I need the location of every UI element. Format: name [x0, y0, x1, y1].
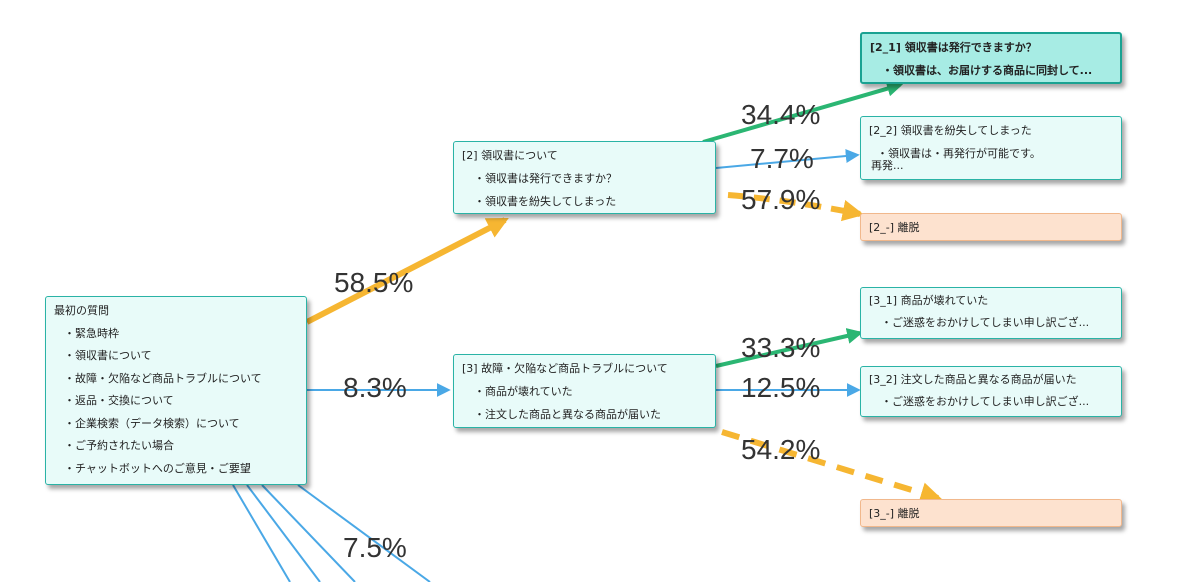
node-title: [2_1] 領収書は発行できますか？ [870, 41, 1037, 54]
node-3-1[interactable]: [3_1] 商品が壊れていた ・ご迷惑をおかけしてしまい申し訳ござ... [860, 287, 1122, 339]
node-option: ・チャットボットへのご意見・ご要望 [64, 462, 251, 475]
node-2-1[interactable]: [2_1] 領収書は発行できますか？ ・領収書は、お届けする商品に同封して... [860, 32, 1122, 84]
node-answer-continued: 再発... [871, 159, 904, 172]
node-option: ・領収書は発行できますか？ [474, 172, 617, 185]
edge-root-to-n2 [305, 217, 509, 325]
pct-root-to-n3: 8.3% [343, 372, 407, 403]
pct-root-to-n2: 58.5% [334, 267, 414, 298]
node-title: [3] 故障・欠陥など商品トラブルについて [462, 362, 668, 375]
node-title: 最初の質問 [54, 304, 109, 317]
edge-root-to-lower-4 [297, 484, 431, 582]
pct-n2-to-n2-2: 7.7% [750, 143, 814, 174]
node-answer: ・ご迷惑をおかけしてしまい申し訳ござ... [881, 395, 1090, 408]
node-option: ・返品・交換について [64, 394, 174, 407]
edge-root-to-lower-2 [246, 484, 321, 582]
edge-n3-to-exit [721, 429, 943, 504]
node-answer: ・領収書は、お届けする商品に同封して... [882, 64, 1093, 77]
node-root[interactable]: 最初の質問 ・緊急時枠 ・領収書について ・故障・欠陥など商品トラブルについて … [45, 296, 307, 485]
edge-n2-to-n2-2 [715, 149, 860, 169]
node-option: ・領収書について [64, 349, 152, 362]
pct-n3-to-n3-2: 12.5% [741, 372, 821, 403]
node-option: ・注文した商品と異なる商品が届いた [474, 408, 661, 421]
pct-n2-to-exit: 57.9% [741, 184, 821, 215]
node-title: [2_2] 領収書を紛失してしまった [869, 124, 1032, 137]
node-title: [3_2] 注文した商品と異なる商品が届いた [869, 373, 1077, 386]
node-2-2[interactable]: [2_2] 領収書を紛失してしまった ・領収書は・再発行が可能です。 再発... [860, 116, 1122, 180]
node-3-2[interactable]: [3_2] 注文した商品と異なる商品が届いた ・ご迷惑をおかけしてしまい申し訳ご… [860, 366, 1122, 417]
node-3-exit[interactable]: [3_-] 離脱 [860, 499, 1122, 527]
node-title: [2_-] 離脱 [869, 221, 920, 234]
edge-n2-to-exit [727, 192, 865, 222]
node-answer: ・領収書は・再発行が可能です。 [877, 147, 1041, 160]
pct-n3-to-n3-1: 33.3% [741, 332, 821, 363]
pct-n3-to-exit: 54.2% [741, 434, 821, 465]
pct-root-to-lower: 7.5% [343, 532, 407, 563]
edge-root-to-lower-1 [232, 484, 291, 582]
node-answer: ・ご迷惑をおかけしてしまい申し訳ござ... [881, 316, 1090, 329]
node-option: ・故障・欠陥など商品トラブルについて [64, 372, 262, 385]
node-title: [3_-] 離脱 [869, 507, 920, 520]
edge-root-to-lower-3 [261, 484, 356, 582]
edge-n2-to-n2-1 [702, 80, 904, 144]
node-2[interactable]: [2] 領収書について ・領収書は発行できますか？ ・領収書を紛失してしまった [453, 141, 716, 214]
pct-n2-to-n2-1: 34.4% [741, 99, 821, 130]
node-title: [2] 領収書について [462, 149, 558, 162]
node-option: ・ご予約されたい場合 [64, 439, 174, 452]
node-option: ・企業検索（データ検索）について [64, 417, 240, 430]
node-title: [3_1] 商品が壊れていた [869, 294, 989, 307]
edge-n3-to-n3-1 [715, 328, 864, 368]
node-option: ・領収書を紛失してしまった [474, 195, 617, 208]
node-3[interactable]: [3] 故障・欠陥など商品トラブルについて ・商品が壊れていた ・注文した商品と… [453, 354, 716, 428]
node-option: ・緊急時枠 [64, 327, 119, 340]
node-2-exit[interactable]: [2_-] 離脱 [860, 213, 1122, 241]
node-option: ・商品が壊れていた [474, 385, 573, 398]
